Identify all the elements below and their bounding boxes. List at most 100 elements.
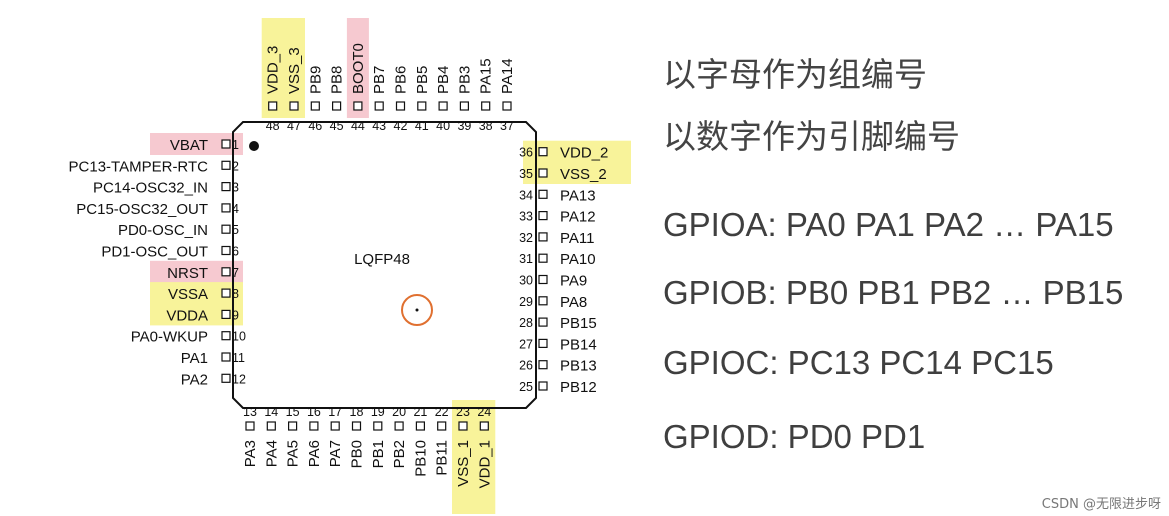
pin-label-25: PB12: [560, 379, 597, 396]
pin-label-35: VSS_2: [560, 166, 607, 183]
package-label: LQFP48: [354, 251, 410, 268]
pin-pad-26: [538, 360, 548, 370]
pin-number-31: 31: [519, 252, 533, 266]
pin-label-36: VDD_2: [560, 145, 608, 162]
pin-number-35: 35: [519, 167, 533, 181]
pin-pad-41: [417, 101, 427, 111]
pin-label-12: PA2: [181, 371, 208, 388]
pin-pad-1: [221, 139, 231, 149]
pin-label-30: PA9: [560, 273, 587, 290]
pin-label-7: NRST: [167, 265, 208, 282]
pin-label-24: VDD_1: [476, 440, 493, 488]
pin-label-44: BOOT0: [350, 43, 367, 94]
pin-label-4: PC15-OSC32_OUT: [76, 201, 208, 218]
pin-highlight-36: [523, 140, 631, 163]
pin-label-5: PD0-OSC_IN: [118, 222, 208, 239]
pin-pad-31: [538, 253, 548, 263]
pin-label-19: PB1: [370, 440, 387, 468]
pin-pad-24: [479, 421, 489, 431]
pin-number-2: 2: [232, 159, 239, 173]
pin-label-29: PA8: [560, 294, 587, 311]
pin-number-15: 15: [286, 405, 300, 419]
pin-number-38: 38: [479, 119, 493, 133]
pin-pad-46: [310, 101, 320, 111]
chip-pinout-diagram: LQFP48 1VBAT2PC13-TAMPER-RTC3PC14-OSC32_…: [69, 18, 631, 514]
pin-pad-40: [438, 101, 448, 111]
pin-label-13: PA3: [242, 440, 259, 467]
pin-pad-9: [221, 309, 231, 319]
pin-number-8: 8: [232, 287, 239, 301]
pin-number-46: 46: [308, 119, 322, 133]
pin-label-22: PB11: [434, 440, 451, 476]
pin-label-46: PB9: [307, 66, 324, 94]
pin-number-28: 28: [519, 316, 533, 330]
pin-pad-19: [373, 421, 383, 431]
pin-pad-5: [221, 224, 231, 234]
pin-pad-39: [459, 101, 469, 111]
pin-highlight-9: [150, 303, 243, 326]
pin-highlight-48: [261, 18, 284, 118]
pin-number-34: 34: [519, 188, 533, 202]
pin-label-16: PA6: [306, 440, 323, 467]
pin-number-7: 7: [232, 266, 239, 280]
pin-pad-22: [437, 421, 447, 431]
pin-number-25: 25: [519, 380, 533, 394]
pin-number-19: 19: [371, 405, 385, 419]
pin-pad-38: [481, 101, 491, 111]
pin-number-48: 48: [266, 119, 280, 133]
pin-number-30: 30: [519, 274, 533, 288]
pin-pad-11: [221, 352, 231, 362]
pin-label-23: VSS_1: [455, 440, 472, 487]
pin-label-20: PB2: [391, 440, 408, 468]
pin-number-11: 11: [232, 351, 245, 365]
pin-highlight-1: [150, 133, 243, 155]
pin-label-41: PB5: [414, 66, 431, 94]
pin-number-3: 3: [232, 181, 239, 195]
pin-pad-48: [268, 101, 278, 111]
orange-circle-marker: [401, 294, 433, 326]
pin-number-13: 13: [243, 405, 257, 419]
pin-label-37: PA14: [499, 58, 516, 94]
pin-label-3: PC14-OSC32_IN: [93, 180, 208, 197]
note-gpiob: GPIOB: PB0 PB1 PB2 … PB15: [663, 274, 1124, 311]
pin-pad-8: [221, 288, 231, 298]
pin-pad-4: [221, 203, 231, 213]
pin-label-42: PB6: [393, 66, 410, 94]
note-group-by-letter: 以字母作为组编号: [663, 55, 927, 94]
pin-number-18: 18: [350, 405, 364, 419]
pin-pad-45: [332, 101, 342, 111]
pin-number-23: 23: [456, 405, 470, 419]
pin-label-32: PA11: [560, 230, 594, 247]
pin-number-24: 24: [477, 405, 491, 419]
pin-pad-30: [538, 274, 548, 285]
pin-label-47: VSS_3: [286, 47, 303, 94]
pin-number-17: 17: [328, 405, 342, 419]
pin-label-14: PA4: [263, 440, 280, 467]
pin-highlight-7: [150, 260, 243, 283]
note-gpiod: GPIOD: PD0 PD1: [663, 418, 926, 455]
pin-number-22: 22: [435, 405, 449, 419]
pin-label-9: VDDA: [166, 307, 208, 324]
pin-pad-13: [245, 421, 255, 431]
pin-number-39: 39: [457, 119, 471, 133]
pin-label-43: PB7: [371, 66, 388, 94]
pin-label-34: PA13: [560, 187, 596, 204]
orange-circle-center: [415, 308, 419, 312]
pin-label-1: VBAT: [170, 137, 208, 154]
pin-pad-33: [538, 211, 548, 221]
pin-label-2: PC13-TAMPER-RTC: [69, 158, 209, 175]
pin-number-27: 27: [519, 337, 533, 351]
pin-highlight-47: [283, 18, 305, 118]
pin-number-5: 5: [232, 223, 239, 237]
pin-pad-2: [221, 160, 231, 170]
pin-label-11: PA1: [181, 350, 208, 367]
pin-pad-43: [374, 101, 384, 111]
pin-number-10: 10: [232, 330, 246, 344]
pin-number-44: 44: [351, 119, 365, 133]
pin-label-27: PB14: [560, 336, 597, 353]
pin-label-10: PA0-WKUP: [131, 329, 208, 346]
pin-pad-3: [221, 182, 231, 192]
pin-pad-12: [221, 373, 231, 383]
pin-label-33: PA12: [560, 209, 596, 226]
pin-pad-20: [394, 421, 404, 431]
